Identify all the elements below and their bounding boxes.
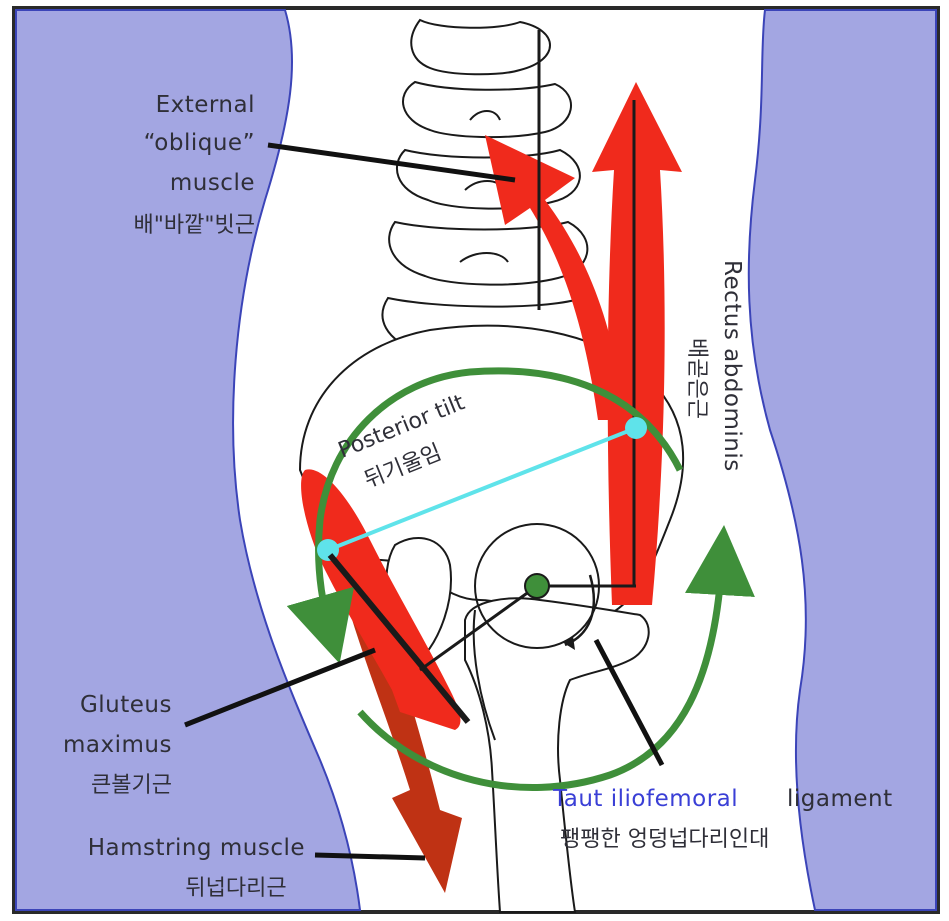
external-oblique-arrow — [485, 135, 625, 420]
rectus-abdominis-arrow — [592, 82, 682, 605]
label-hamstring-kr: 뒤넙다리근 — [185, 876, 286, 901]
hip-joint-center — [524, 573, 550, 599]
label-external-oblique-kr: 배"바깥"빗근 — [134, 213, 255, 238]
oblique-leader — [267, 142, 516, 183]
gluteus-moment-arm — [419, 584, 538, 672]
label-rectus-abdominis: Rectus abdominis — [719, 260, 745, 472]
asis-landmark — [625, 417, 647, 439]
hamstring-arrow — [340, 575, 462, 893]
lower-rotation-arc — [357, 525, 755, 792]
posterior-tilt-arc — [286, 367, 684, 664]
femur — [464, 597, 650, 913]
label-gluteus: Gluteus — [80, 692, 172, 718]
gluteus-line — [327, 553, 471, 724]
label-ligament-kr: 팽팽한 엉덩넙다리인대 — [560, 827, 769, 852]
label-gluteus-kr: 큰볼기근 — [91, 773, 172, 798]
label-rectus-abdominis-kr: 배곧은근 — [684, 338, 709, 419]
label-maximus: maximus — [63, 732, 172, 758]
label-ligament: ligament — [787, 786, 893, 812]
label-hamstring: Hamstring muscle — [88, 835, 305, 861]
rotation-arrowhead — [562, 636, 575, 650]
hamstring-leader — [314, 852, 426, 861]
label-muscle: muscle — [170, 170, 255, 196]
background-right — [747, 9, 937, 911]
background-left — [15, 9, 362, 911]
asis-psis-line — [327, 426, 637, 552]
label-taut-iliofemoral: Taut iliofemoral — [552, 786, 738, 812]
label-external: External — [156, 92, 255, 118]
label-oblique: “oblique” — [144, 130, 255, 156]
ligament-leader — [593, 638, 665, 767]
gluteus-leader — [184, 647, 376, 728]
